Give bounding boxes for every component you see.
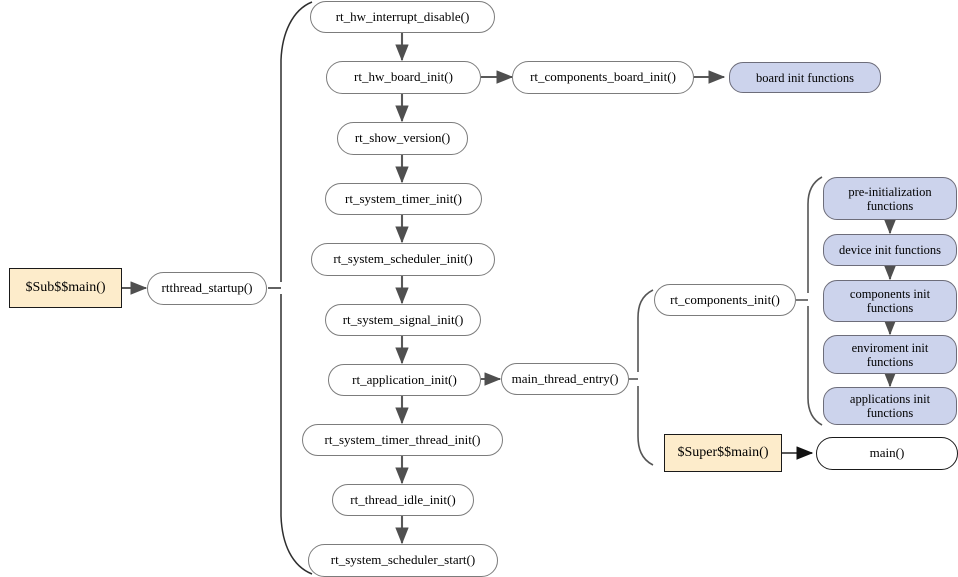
node-label: rt_hw_board_init() [354, 69, 453, 85]
node-label: applications init functions [849, 392, 931, 420]
node-label: rt_application_init() [352, 371, 457, 387]
node-label: main_thread_entry() [511, 370, 619, 386]
node-label: $Sub$$main() [25, 280, 106, 296]
node-label: $Super$$main() [677, 445, 769, 461]
node-board-init-functions[interactable]: board init functions [729, 62, 881, 93]
node-label: rt_system_timer_thread_init() [324, 431, 481, 447]
node-pre-initialization-functions[interactable]: pre-initialization functions [823, 177, 957, 220]
node-label: board init functions [756, 70, 854, 85]
node-device-init-functions[interactable]: device init functions [823, 234, 957, 266]
node-label: enviroment init functions [851, 340, 929, 369]
node-rtthread-startup[interactable]: rtthread_startup() [147, 272, 267, 305]
node-rt-hw-board-init[interactable]: rt_hw_board_init() [326, 61, 481, 94]
node-rt-components-board-init[interactable]: rt_components_board_init() [512, 61, 694, 94]
node-label: rt_system_scheduler_init() [333, 251, 473, 267]
node-rt-application-init[interactable]: rt_application_init() [328, 364, 481, 396]
node-label: components init functions [849, 287, 931, 315]
node-rt-system-scheduler-start[interactable]: rt_system_scheduler_start() [308, 544, 498, 577]
node-label: device init functions [838, 243, 942, 257]
node-label: rt_system_scheduler_start() [330, 552, 476, 568]
node-components-init-functions[interactable]: components init functions [823, 280, 957, 322]
node-label: main() [869, 445, 905, 461]
node-rt-hw-interrupt-disable[interactable]: rt_hw_interrupt_disable() [310, 1, 495, 33]
node-label: rt_hw_interrupt_disable() [335, 8, 470, 24]
node-rt-components-init[interactable]: rt_components_init() [654, 284, 796, 316]
node-label: rt_system_timer_init() [345, 190, 462, 206]
node-super-main[interactable]: $Super$$main() [664, 434, 782, 472]
node-label: rt_components_board_init() [530, 69, 676, 85]
node-main-thread-entry[interactable]: main_thread_entry() [501, 363, 629, 395]
node-label: rt_show_version() [354, 130, 451, 146]
node-rt-system-timer-init[interactable]: rt_system_timer_init() [325, 183, 482, 215]
node-label: rt_components_init() [670, 291, 780, 307]
node-label: pre-initialization functions [848, 184, 932, 213]
node-rt-show-version[interactable]: rt_show_version() [337, 122, 468, 155]
node-rt-system-timer-thread-init[interactable]: rt_system_timer_thread_init() [302, 424, 503, 456]
node-enviroment-init-functions[interactable]: enviroment init functions [823, 335, 957, 374]
node-rt-system-signal-init[interactable]: rt_system_signal_init() [325, 304, 481, 336]
node-label: rt_thread_idle_init() [350, 491, 456, 507]
node-sub-main[interactable]: $Sub$$main() [9, 268, 122, 308]
node-applications-init-functions[interactable]: applications init functions [823, 387, 957, 425]
node-main[interactable]: main() [816, 437, 958, 470]
node-label: rtthread_startup() [161, 280, 253, 296]
node-label: rt_system_signal_init() [342, 311, 464, 327]
node-rt-system-scheduler-init[interactable]: rt_system_scheduler_init() [311, 243, 495, 276]
node-rt-thread-idle-init[interactable]: rt_thread_idle_init() [332, 484, 474, 516]
